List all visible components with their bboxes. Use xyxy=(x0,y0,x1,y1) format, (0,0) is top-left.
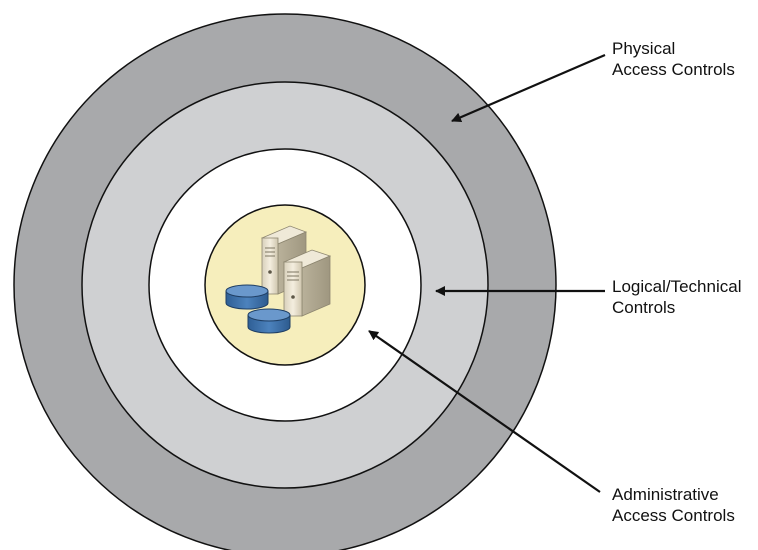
administrative-label-line1: Administrative xyxy=(612,485,719,504)
database-icon xyxy=(225,284,269,310)
administrative-label-line2: Access Controls xyxy=(612,506,735,525)
administrative-controls-label: Administrative Access Controls xyxy=(612,484,735,526)
physical-controls-arrow xyxy=(451,53,606,123)
physical-label-line2: Access Controls xyxy=(612,60,735,79)
physical-label-line1: Physical xyxy=(612,39,676,58)
administrative-controls-arrow xyxy=(368,330,601,493)
physical-controls-label: Physical Access Controls xyxy=(612,38,735,80)
server-icon xyxy=(282,249,332,317)
logical-label-line1: Logical/Technical xyxy=(612,277,742,296)
logical-label-line2: Controls xyxy=(612,298,676,317)
logical-controls-label: Logical/Technical Controls xyxy=(612,276,741,318)
database-icon xyxy=(247,308,291,334)
